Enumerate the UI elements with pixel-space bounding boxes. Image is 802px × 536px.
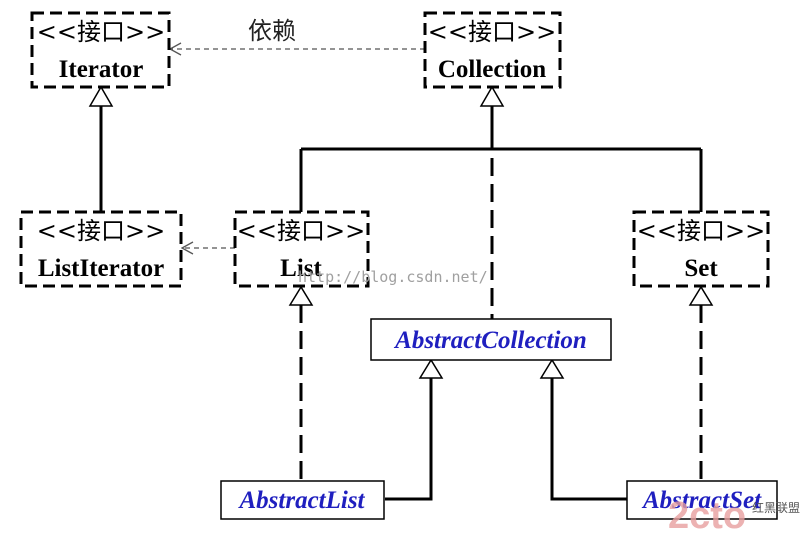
generalization-arrowhead bbox=[688, 285, 714, 306]
blog-url-watermark: http://blog.csdn.net/ bbox=[298, 268, 488, 286]
abstractcollection-label: AbstractCollection bbox=[393, 327, 587, 354]
collection-label: Collection bbox=[438, 56, 546, 83]
brand-watermark: 2cto bbox=[668, 495, 746, 536]
abstractlist-class-box[interactable]: AbstractList bbox=[220, 480, 385, 520]
listiterator-label: ListIterator bbox=[38, 255, 164, 282]
generalization-arrowhead bbox=[418, 358, 444, 379]
collection-interface-box[interactable]: <<接口>> Collection bbox=[423, 11, 562, 89]
generalization-arrowhead bbox=[539, 358, 565, 379]
iterator-label: Iterator bbox=[59, 56, 144, 83]
abstractcollection-class-box[interactable]: AbstractCollection bbox=[370, 318, 612, 361]
generalization-arrowhead bbox=[288, 285, 314, 306]
stereotype-label: <<接口>> bbox=[237, 217, 365, 245]
list-interface-box[interactable]: <<接口>> List bbox=[233, 210, 370, 288]
iterator-interface-box[interactable]: <<接口>> Iterator bbox=[30, 11, 171, 89]
abstractlist-extends-abstractcollection-line bbox=[385, 378, 433, 501]
abstractset-class-box[interactable]: AbstractSet bbox=[626, 480, 778, 520]
stereotype-label: <<接口>> bbox=[428, 18, 556, 46]
abstractlist-label: AbstractList bbox=[237, 487, 365, 514]
listiterator-interface-box[interactable]: <<接口>> ListIterator bbox=[19, 210, 183, 288]
set-interface-box[interactable]: <<接口>> Set bbox=[632, 210, 770, 288]
brand-suffix-watermark: 红黑联盟 bbox=[752, 500, 800, 515]
list-label: List bbox=[280, 255, 322, 282]
stereotype-label: <<接口>> bbox=[637, 217, 765, 245]
abstractset-label: AbstractSet bbox=[641, 487, 762, 514]
abstractset-extends-abstractcollection-line bbox=[550, 378, 627, 501]
stereotype-label: <<接口>> bbox=[37, 217, 165, 245]
dependency-arrowhead bbox=[180, 241, 194, 255]
stereotype-label: <<接口>> bbox=[37, 18, 165, 46]
set-label: Set bbox=[684, 255, 718, 282]
dependency-label: 依赖 bbox=[248, 17, 296, 45]
generalization-arrowhead bbox=[88, 85, 114, 107]
generalization-arrowhead bbox=[479, 85, 505, 107]
